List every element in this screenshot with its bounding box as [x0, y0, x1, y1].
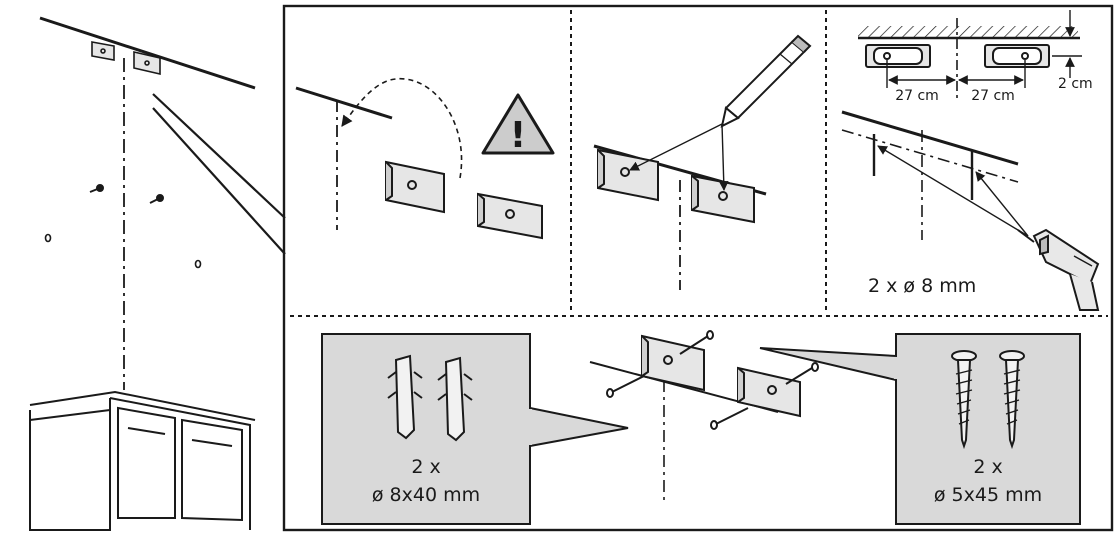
ceiling-hatch [858, 26, 1078, 38]
bracket-icon [385, 160, 543, 240]
spacing-left-label: 27 cm [895, 88, 939, 104]
ceiling-line [39, 16, 256, 90]
step-2-marking [593, 34, 812, 290]
detail-frame [282, 4, 1114, 532]
spacing-right-label: 27 cm [971, 88, 1015, 104]
drill-icon [1017, 228, 1100, 311]
warning-triangle-icon [481, 93, 555, 155]
step-3-drilling [841, 10, 1100, 311]
step-1-brackets [295, 77, 555, 240]
mounted-brackets [589, 330, 819, 500]
warning-symbol: ! [510, 115, 526, 156]
wood-screw-icon [89, 184, 164, 204]
screws-count-label: 2 x [973, 456, 1003, 478]
zoom-line-bottom [152, 107, 286, 255]
overview-wall-scene [29, 16, 286, 531]
zoom-line-top [152, 93, 286, 219]
wood-screw-icon [679, 330, 819, 385]
plugs-size-label: ø 8x40 mm [371, 484, 481, 506]
drill-hole-marks [44, 233, 202, 269]
wood-screw-icon [951, 350, 1025, 450]
wall-cabinet [29, 390, 256, 531]
bracket-icon [597, 148, 755, 224]
wall-plug-icon [606, 375, 749, 430]
bracket-icon [865, 44, 1050, 68]
pencil-icon [720, 34, 812, 128]
bracket-icon [641, 334, 801, 418]
wood-screw-panel [759, 333, 1081, 525]
bracket-icon [91, 41, 161, 76]
drill-spec-label: 2 x ø 8 mm [868, 275, 977, 297]
height-offset-label: 2 cm [1058, 76, 1093, 92]
wall-plug-panel [321, 333, 629, 525]
plugs-count-label: 2 x [411, 456, 441, 478]
screws-size-label: ø 5x45 mm [933, 484, 1043, 506]
wall-plug-icon [387, 354, 473, 442]
dimension-lines [886, 10, 1082, 88]
